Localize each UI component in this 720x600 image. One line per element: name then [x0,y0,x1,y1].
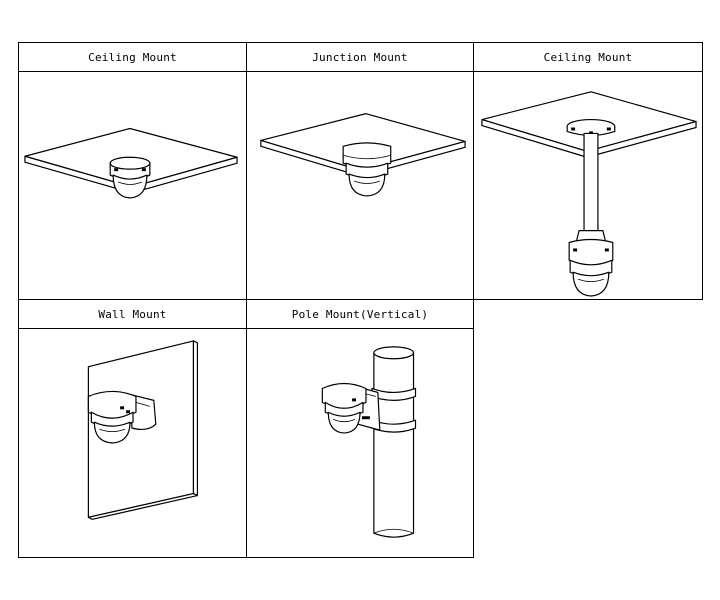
junction-mount-camera-icon [247,72,473,299]
panel-pendant-ceiling-mount: Ceiling Mount [473,42,703,300]
panel-title: Ceiling Mount [474,43,702,72]
ceiling-mount-camera-icon [19,72,246,299]
panel-title: Wall Mount [19,300,246,329]
panel-wall-mount: Wall Mount [18,299,247,558]
pendant-ceiling-mount-camera-icon [474,72,702,299]
panel-title: Ceiling Mount [19,43,246,72]
panel-pole-mount-vertical: Pole Mount(Vertical) [246,299,474,558]
panel-junction-mount: Junction Mount [246,42,474,300]
panel-ceiling-mount: Ceiling Mount [18,42,247,300]
pole-mount-camera-icon [247,329,473,557]
wall-mount-camera-icon [19,329,246,557]
panel-title: Junction Mount [247,43,473,72]
panel-title: Pole Mount(Vertical) [247,300,473,329]
